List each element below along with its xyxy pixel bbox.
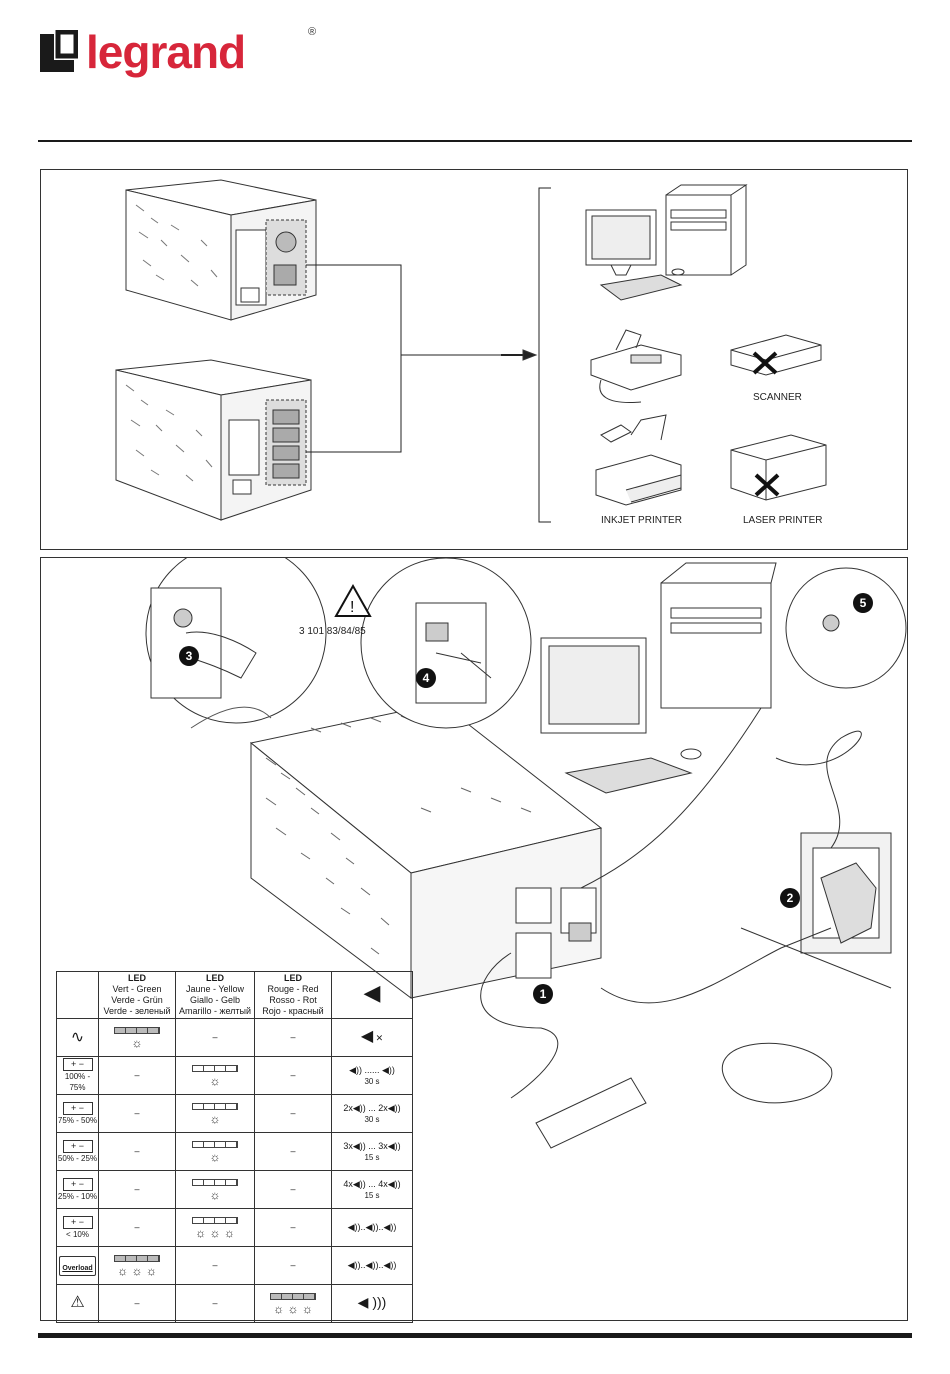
scanner-icon [730, 334, 822, 376]
table-row: Overload ☼ ☼ ☼ – – ◀))..◀))..◀)) [56, 1246, 413, 1285]
bulb-icon: ☼ [209, 1111, 221, 1126]
green-led-bar [114, 1254, 160, 1262]
model-reference: 3 101 83/84/85 [299, 626, 366, 637]
fax-machine-icon [590, 329, 682, 404]
desktop-computer-icon [585, 184, 748, 301]
red-led-bar [270, 1292, 316, 1300]
installation-panel: ! [40, 557, 908, 1321]
computer-icon [540, 562, 777, 794]
battery-icon: + − [62, 1101, 93, 1115]
smartphone-icon [535, 1077, 647, 1149]
overload-icon: Overload [59, 1255, 96, 1276]
compatibility-panel: SCANNER INKJET PRINTER LASER PRINTER [40, 169, 908, 550]
ups-schuko-icon [125, 179, 317, 321]
ups-iec-icon [115, 359, 312, 521]
battery-icon: + − [62, 1139, 93, 1153]
green-led-bar [114, 1026, 160, 1034]
yellow-led-bar [192, 1216, 238, 1224]
warning-icon [334, 583, 372, 617]
scanner-label: SCANNER [753, 392, 802, 403]
step-2-label: 2 [787, 891, 794, 905]
installation-illustration: ! [145, 558, 907, 1149]
warning-icon: ⚠ [70, 1294, 85, 1311]
bulb-icon: ☼ [209, 1149, 221, 1164]
computer-power-zoom-icon [785, 567, 907, 689]
battery-icon: + − [62, 1058, 93, 1071]
inkjet-printer-icon [595, 414, 682, 506]
table-row: + −25% - 10% – ☼ – 4x◀)) ... 4x◀))15 s [56, 1170, 413, 1209]
wall-outlet-icon [740, 832, 892, 989]
ups-unit-icon [249, 702, 603, 999]
yellow-led-bar [192, 1064, 238, 1072]
step-5-label: 5 [860, 596, 867, 610]
brand-logo: legrand ® [38, 26, 316, 78]
bulb-blink-icon: ☼ ☼ ☼ [117, 1263, 157, 1278]
laser-printer-icon [730, 434, 827, 501]
table-row: + −< 10% – ☼ ☼ ☼ – ◀))..◀))..◀)) [56, 1208, 413, 1247]
legrand-mark-icon [40, 30, 78, 72]
step-1-label: 1 [540, 987, 547, 1001]
svg-text:!: ! [350, 599, 354, 616]
table-row: + −100% - 75% – ☼ – ◀)) ...... ◀))30 s [56, 1056, 413, 1095]
table-row: + −50% - 25% – ☼ – 3x◀)) ... 3x◀))15 s [56, 1132, 413, 1171]
usb-port-zoom-icon [360, 558, 532, 729]
yellow-led-bar [192, 1178, 238, 1186]
battery-icon: + − [62, 1215, 93, 1229]
yellow-led-bar [192, 1140, 238, 1148]
table-row: + −75% - 50% – ☼ – 2x◀)) ... 2x◀))30 s [56, 1094, 413, 1133]
table-row: ∿ ☼ – – ◀ ✕ [56, 1018, 413, 1057]
brand-name: legrand [86, 26, 246, 78]
bulb-icon: ☼ [209, 1187, 221, 1202]
step-4-label: 4 [423, 671, 430, 685]
compatibility-illustration [115, 179, 827, 523]
registered-mark: ® [308, 26, 317, 38]
bulb-blink-icon: ☼ ☼ ☼ [195, 1225, 235, 1240]
buzzer-header: ◀ [331, 971, 413, 1019]
step-badges: 3 4 5 2 1 [179, 593, 873, 1004]
bulb-icon: ☼ [209, 1073, 221, 1088]
battery-icon: + − [62, 1177, 93, 1191]
speaker-icon: ◀ [363, 980, 381, 1005]
power-button-zoom-icon [145, 558, 327, 729]
step-3-label: 3 [186, 649, 193, 663]
bulb-icon: ☼ [131, 1035, 143, 1050]
laser-printer-label: LASER PRINTER [743, 515, 823, 526]
mains-sine-icon: ∿ [56, 1018, 99, 1057]
speaker-muted-icon: ◀ [360, 1028, 374, 1045]
inkjet-printer-label: INKJET PRINTER [601, 515, 682, 526]
footer-rule [38, 1333, 912, 1338]
table-row: ⚠ – – ☼ ☼ ☼ ◀ ))) [56, 1284, 413, 1323]
yellow-led-bar [192, 1102, 238, 1110]
bulb-blink-icon: ☼ ☼ ☼ [273, 1301, 313, 1316]
header-rule [38, 140, 912, 142]
